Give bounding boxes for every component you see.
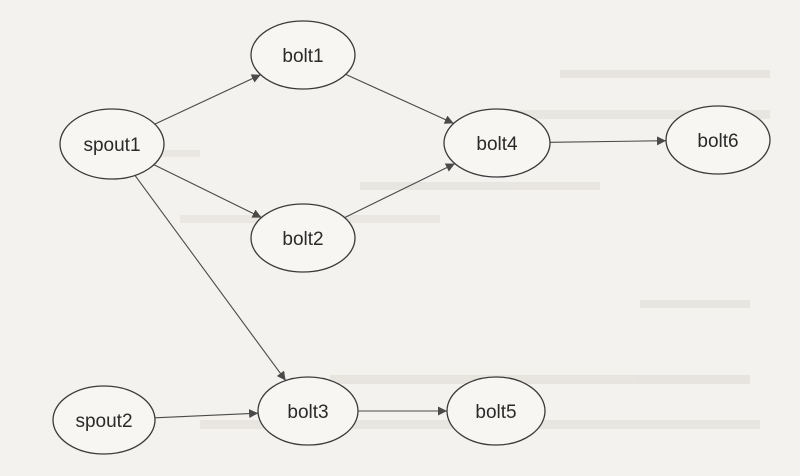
node-ellipse	[52, 385, 156, 455]
node-spout2[interactable]: spout2	[52, 385, 156, 455]
arrow-line	[153, 164, 262, 219]
node-label: bolt2	[282, 229, 323, 250]
node-label: bolt4	[476, 134, 518, 155]
edge-bolt1-to-bolt4	[345, 73, 454, 124]
edge-spout2-to-bolt3	[154, 409, 259, 419]
arrow-line	[344, 163, 456, 219]
node-label: bolt1	[282, 46, 323, 67]
edge-spout1-to-bolt3	[134, 175, 287, 381]
node-ellipse	[446, 376, 546, 446]
arrow-line	[345, 73, 454, 124]
edge-bolt2-to-bolt4	[344, 163, 456, 219]
node-ellipse	[250, 203, 356, 273]
node-bolt4[interactable]: bolt4	[443, 108, 551, 178]
node-label: spout2	[75, 411, 132, 432]
arrow-line	[134, 175, 287, 381]
node-bolt1[interactable]: bolt1	[250, 20, 356, 90]
node-ellipse	[443, 108, 551, 178]
node-label: bolt3	[287, 402, 328, 423]
node-bolt6[interactable]: bolt6	[665, 105, 771, 175]
arrow-line	[549, 136, 667, 146]
node-ellipse	[665, 105, 771, 175]
node-spout1[interactable]: spout1	[59, 108, 165, 180]
nodes: spout1 spout2 bolt1 bolt2 bolt3 bolt4 bolt5 bol…	[52, 20, 771, 455]
node-label: bolt6	[697, 131, 738, 152]
node-label: bolt5	[475, 402, 516, 423]
edge-bolt4-to-bolt6	[549, 136, 667, 146]
node-bolt5[interactable]: bolt5	[446, 376, 546, 446]
arrow-line	[154, 409, 259, 419]
edges	[134, 73, 667, 419]
node-bolt2[interactable]: bolt2	[250, 203, 356, 273]
edge-spout1-to-bolt1	[154, 74, 261, 125]
node-ellipse	[257, 376, 359, 446]
node-ellipse	[250, 20, 356, 90]
node-label: spout1	[83, 135, 140, 156]
node-bolt3[interactable]: bolt3	[257, 376, 359, 446]
arrow-line	[154, 74, 261, 125]
node-ellipse	[59, 108, 165, 180]
edge-spout1-to-bolt2	[153, 164, 262, 219]
